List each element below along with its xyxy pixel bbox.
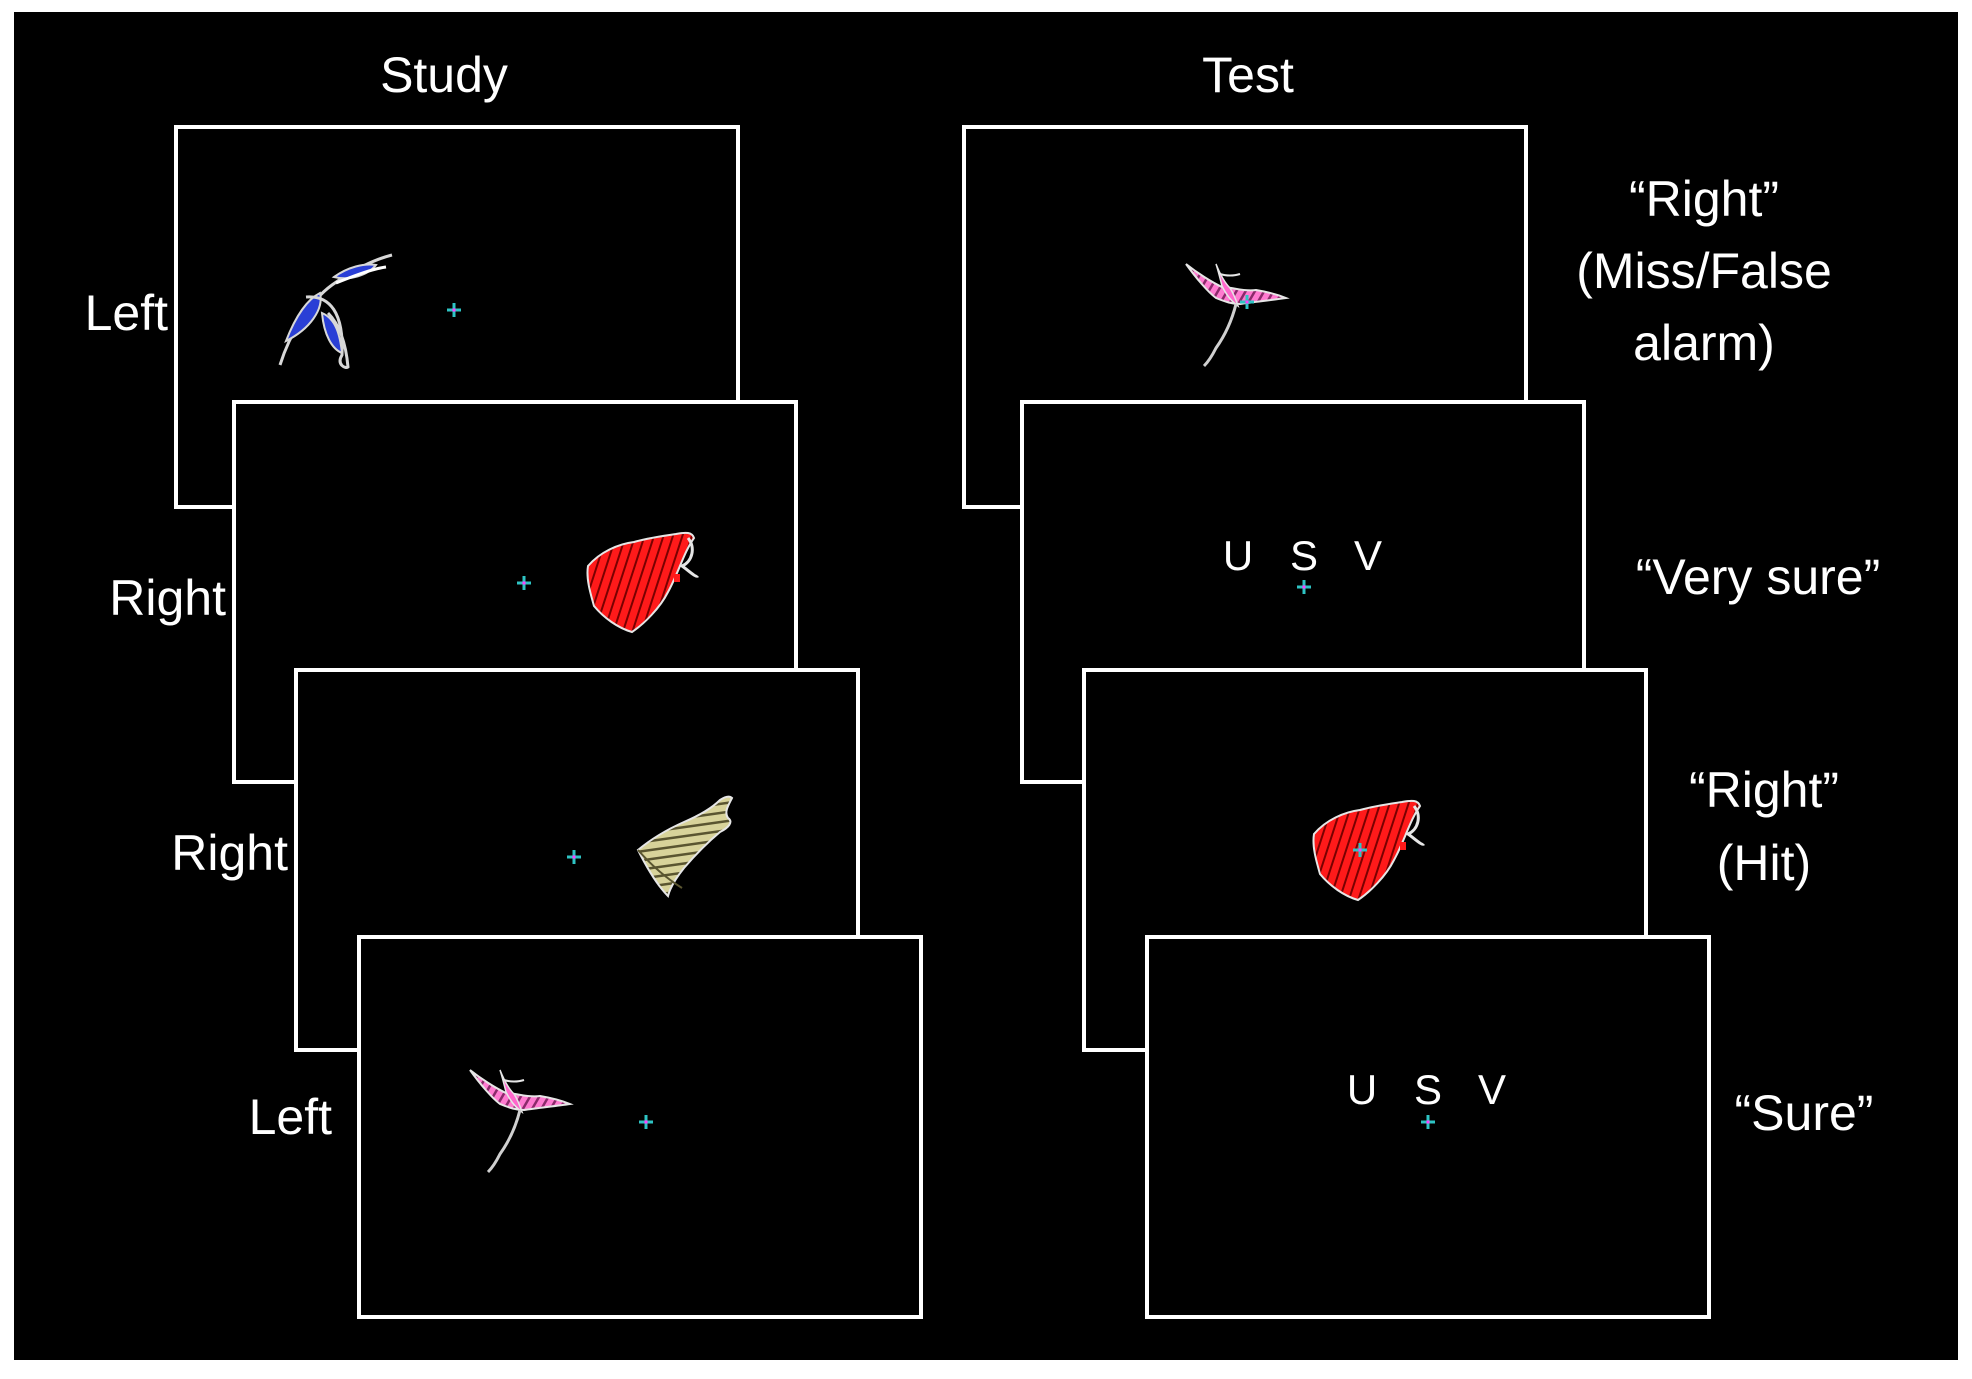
response-1-line-2: (Miss/False	[1576, 243, 1832, 299]
test-panel-4: U S V	[1145, 935, 1711, 1319]
blue-curve-shape-icon	[278, 253, 393, 369]
test-header: Test	[1202, 47, 1294, 103]
confidence-letter-s: S	[1290, 532, 1318, 579]
study-label-3: Right	[171, 825, 288, 881]
response-1-line-3: alarm)	[1633, 315, 1775, 371]
confidence-letter-s: S	[1414, 1066, 1442, 1113]
response-3-line-1: “Right”	[1689, 762, 1839, 818]
study-label-2: Right	[109, 570, 226, 626]
study-panel-4	[357, 935, 923, 1319]
study-label-1: Left	[85, 285, 169, 341]
confidence-letter-v: V	[1354, 532, 1382, 579]
confidence-letter-u: U	[1347, 1066, 1377, 1113]
study-test-diagram: Study Test Left Right Right Left	[85, 47, 1881, 1319]
confidence-letter-u: U	[1223, 532, 1253, 579]
study-label-4: Left	[249, 1089, 333, 1145]
response-3-line-2: (Hit)	[1717, 835, 1811, 891]
confidence-letter-v: V	[1478, 1066, 1506, 1113]
khaki-striped-shape-icon	[636, 795, 734, 898]
response-1-line-1: “Right”	[1629, 171, 1779, 227]
study-header: Study	[380, 47, 508, 103]
figure-background: Study Test Left Right Right Left	[14, 12, 1958, 1360]
response-4: “Sure”	[1735, 1085, 1874, 1141]
response-2: “Very sure”	[1636, 549, 1881, 605]
